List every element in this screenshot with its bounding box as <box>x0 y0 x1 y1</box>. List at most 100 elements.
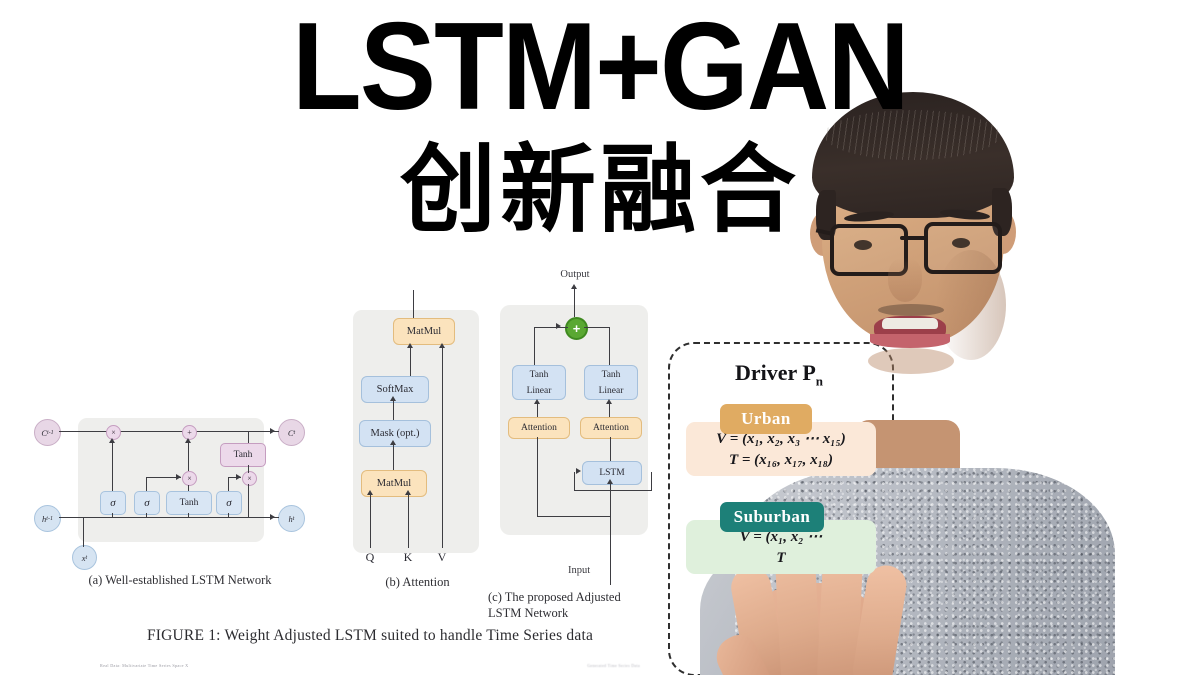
arrow-out-gate <box>236 473 241 480</box>
panel-a-subcaption: (a) Well-established LSTM Network <box>88 573 272 587</box>
foot-3 <box>188 513 190 518</box>
glasses-bridge <box>900 236 926 240</box>
conn-out-gate <box>228 477 230 491</box>
c-right-attention: Attention <box>580 417 642 439</box>
conn-mult-to-hidden <box>248 484 250 517</box>
panel-c-subcaption-line2: LSTM Network <box>488 605 569 620</box>
arrow-to-hidden-out <box>270 513 275 520</box>
attn-ln-1 <box>393 401 395 420</box>
figure-footnote-right: Generated Time Series Data <box>587 663 640 668</box>
eye-left <box>854 240 872 250</box>
panel-c-input-label: Input <box>568 565 591 576</box>
xt-riser <box>83 517 85 547</box>
c-out-arrow <box>570 284 577 289</box>
hair <box>812 92 1014 218</box>
attn-ln-2 <box>393 445 395 470</box>
conn-add <box>188 485 190 491</box>
panel-c-subcaption: (c) The proposed Adjusted LSTM Network <box>488 590 668 621</box>
c-left-attention: Attention <box>508 417 570 439</box>
glasses <box>815 222 1002 276</box>
conn-input-gate-h <box>146 477 181 479</box>
attn-arrow-q <box>366 490 373 495</box>
cell-state-line <box>59 431 279 433</box>
conn-forget <box>112 443 114 491</box>
attn-arrow-1 <box>389 396 396 401</box>
panel-c-subcaption-line1: (c) The proposed Adjusted <box>488 590 621 604</box>
op-multiply-output: × <box>242 471 257 486</box>
segment-label-suburban: Suburban <box>720 502 824 532</box>
raised-hand <box>709 505 935 675</box>
c-ln-h <box>537 516 611 518</box>
sum-node: + <box>565 317 588 340</box>
presenter-portrait <box>640 0 1200 675</box>
attn-input-v: V <box>437 550 447 564</box>
panel-c-output-label: Output <box>560 269 590 280</box>
figure-footnote-left: Real Data: Multivariate Time Series Spac… <box>100 663 189 668</box>
attn-ln-k <box>408 495 410 548</box>
attn-input-k: K <box>403 550 413 564</box>
urban-v-formula: V = (x₁, x₂, x₃ ⋯ x₁₅) <box>716 431 846 447</box>
c-ln-g <box>537 437 539 517</box>
lower-lip <box>870 334 950 348</box>
panel-b-subcaption: (b) Attention <box>385 575 450 589</box>
eye-right <box>952 238 970 248</box>
segment-body-suburban: V = (x₁, x₂ ⋯ T <box>686 520 876 574</box>
conn-input-gate <box>146 477 148 491</box>
c-right-linear: Linear <box>584 382 638 400</box>
c-ln-d <box>609 327 611 365</box>
conn-tanh-to-mult <box>248 465 250 473</box>
chin <box>868 348 954 374</box>
arrow-forget <box>108 438 115 443</box>
foot-2 <box>146 513 148 518</box>
gate-output-tanh: Tanh <box>220 443 266 467</box>
arrow-add <box>184 438 191 443</box>
suburban-v-formula: V = (x₁, x₂ ⋯ <box>739 529 823 545</box>
attn-arrow-3 <box>406 343 413 348</box>
op-add-input: + <box>182 425 197 440</box>
attn-ln-out <box>413 290 415 318</box>
c-arrow-lstm <box>606 479 613 484</box>
attn-arrow-v <box>438 343 445 348</box>
driver-title-subscript: n <box>815 373 824 389</box>
urban-t-formula: T = (x₁₆, x₁₇, x₁₈) <box>728 452 834 468</box>
figure-caption: FIGURE 1: Weight Adjusted LSTM suited to… <box>146 627 594 644</box>
conn-add2 <box>188 443 190 471</box>
c-ln-j <box>610 483 612 585</box>
gate-forget-sigmoid: σ <box>100 491 126 515</box>
page-title: LSTM+GAN <box>292 0 910 136</box>
c-arrow-f <box>605 399 612 404</box>
suburban-t-formula: T <box>776 550 786 566</box>
c-ln-e <box>537 404 539 417</box>
attn-input-q: Q <box>365 550 375 564</box>
attn-mask: Mask (opt.) <box>359 420 431 447</box>
c-arrow-rec <box>576 468 581 474</box>
segment-label-urban: Urban <box>720 404 812 434</box>
moustache <box>878 304 944 316</box>
attn-ln-q <box>370 495 372 548</box>
c-arrow-left-in <box>556 323 561 329</box>
teeth <box>882 318 938 329</box>
panel-b-attention: MatMul SoftMax Mask (opt.) MatMul Q K V … <box>345 290 490 590</box>
attn-arrow-k <box>404 490 411 495</box>
c-ln-f <box>609 404 611 417</box>
arrow-to-cell-out <box>270 427 275 434</box>
gate-candidate-tanh: Tanh <box>166 491 212 515</box>
conn-tanh-from-cell <box>248 431 250 443</box>
op-multiply-candidate: × <box>182 471 197 486</box>
panel-c-adjusted-lstm: Output + Tanh Linear Attention Tanh Line… <box>488 265 665 620</box>
attn-matmul-top: MatMul <box>393 318 455 345</box>
attn-ln-v <box>442 348 444 548</box>
gate-output-sigmoid: σ <box>216 491 242 515</box>
hidden-state-line <box>59 517 279 519</box>
arrow-input-gate <box>176 473 181 480</box>
page-subtitle: 创新融合 <box>400 134 800 246</box>
c-ln-c <box>584 327 610 329</box>
